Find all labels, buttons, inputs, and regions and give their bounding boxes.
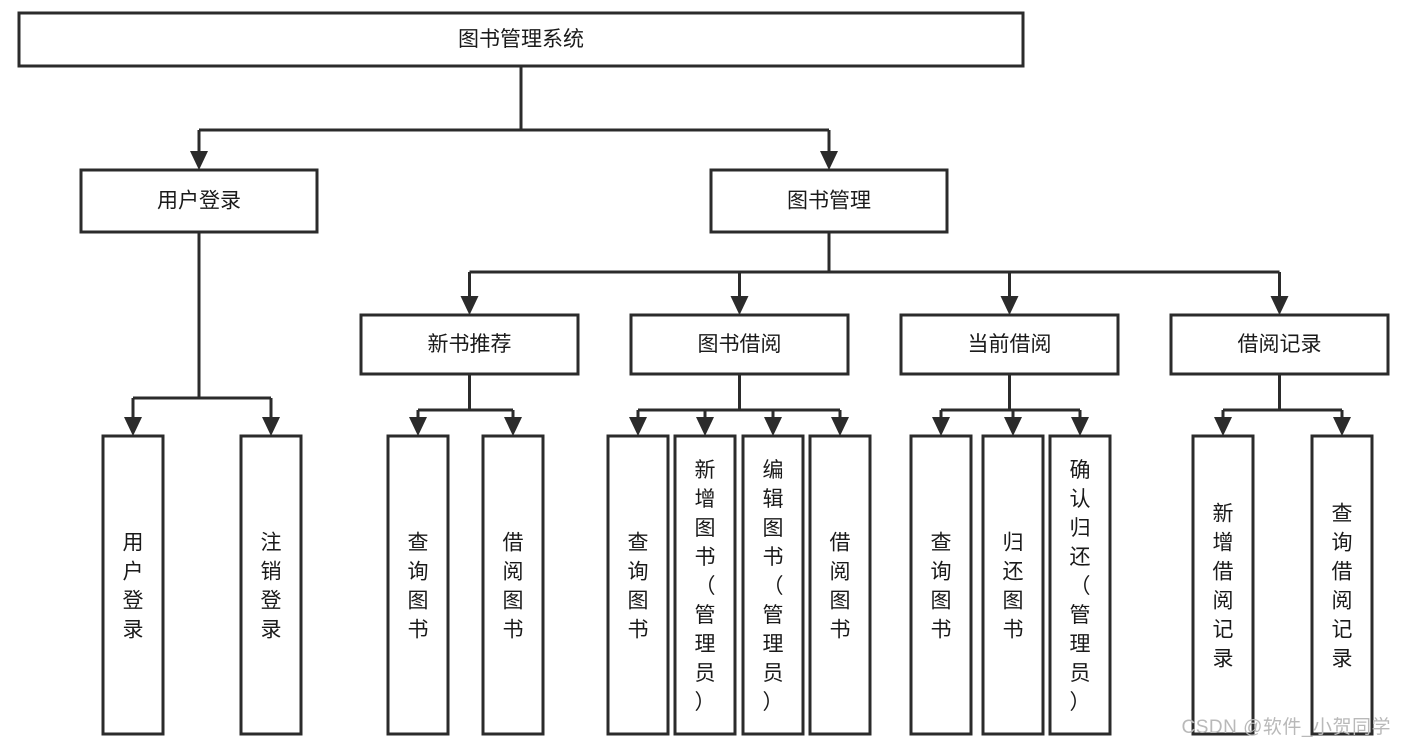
node-root-label: 图书管理系统 [458,28,584,51]
node-l3-current-borrow-label: 当前借阅 [968,333,1052,356]
arrow-head-icon [504,417,522,436]
node-layer: 图书管理系统用户登录图书管理新书推荐图书借阅当前借阅借阅记录用户登录注销登录查询… [17,11,1390,736]
node-leaf-leaf-user-login-label: 用户登录 [123,532,144,642]
node-leaf-leaf-confirm-return-box [1048,434,1112,736]
node-leaf-leaf-add-book-label: 新增图书（管理员） [695,459,716,714]
node-l2-book-manage-box [709,168,949,234]
node-l3-borrow-record[interactable]: 借阅记录 [1169,313,1390,376]
arrow-head-icon [730,296,749,315]
node-leaf-leaf-borrow-book-2-box [808,434,872,736]
node-l3-new-book-rec-label: 新书推荐 [428,333,512,356]
arrow-head-icon [1071,417,1089,436]
node-leaf-leaf-return-book-box [981,434,1045,736]
node-leaf-leaf-borrow-book-2[interactable]: 借阅图书 [808,434,872,736]
node-l3-book-borrow-label: 图书借阅 [698,333,782,356]
arrow-head-icon [932,417,950,436]
node-leaf-leaf-edit-book-label: 编辑图书（管理员） [763,459,784,714]
arrow-head-icon [1333,417,1351,436]
arrow-head-icon [1214,417,1232,436]
node-leaf-leaf-borrow-book-2-label: 借阅图书 [830,532,851,642]
node-leaf-leaf-confirm-return[interactable]: 确认归还（管理员） [1048,434,1112,736]
arrow-head-icon [1004,417,1022,436]
node-leaf-leaf-borrow-book-1[interactable]: 借阅图书 [481,434,545,736]
node-l3-current-borrow-box [899,313,1120,376]
node-leaf-leaf-add-book[interactable]: 新增图书（管理员） [673,434,737,736]
node-l2-user-login-box [79,168,319,234]
node-leaf-leaf-query-book-1-box [386,434,450,736]
node-leaf-leaf-query-record-label: 查询借阅记录 [1332,503,1353,671]
node-l3-borrow-record-box [1169,313,1390,376]
node-leaf-leaf-query-book-2-label: 查询图书 [628,532,649,642]
node-l3-current-borrow[interactable]: 当前借阅 [899,313,1120,376]
node-leaf-leaf-query-record-box [1310,434,1374,736]
arrow-head-icon [124,417,142,436]
arrow-head-icon [831,417,849,436]
connector-layer [124,66,1351,436]
node-leaf-leaf-query-book-1-label: 查询图书 [408,532,429,642]
node-root-box [17,11,1025,68]
node-leaf-leaf-query-book-3-box [909,434,973,736]
arrow-head-icon [629,417,647,436]
node-leaf-leaf-edit-book[interactable]: 编辑图书（管理员） [741,434,805,736]
node-leaf-leaf-query-book-1[interactable]: 查询图书 [386,434,450,736]
arrow-head-icon [1270,296,1289,315]
arrow-head-icon [460,296,479,315]
node-l3-book-borrow-box [629,313,850,376]
node-leaf-leaf-user-logout[interactable]: 注销登录 [239,434,303,736]
node-leaf-leaf-return-book-label: 归还图书 [1003,532,1024,642]
node-leaf-leaf-add-book-box [673,434,737,736]
node-leaf-leaf-user-logout-box [239,434,303,736]
arrow-head-icon [262,417,280,436]
arrow-head-icon [820,151,838,170]
arrow-head-icon [764,417,782,436]
node-l2-book-manage-label: 图书管理 [787,190,871,213]
node-l2-user-login-label: 用户登录 [157,190,241,213]
node-leaf-leaf-add-record-label: 新增借阅记录 [1213,503,1234,671]
node-leaf-leaf-query-book-2[interactable]: 查询图书 [606,434,670,736]
node-l3-new-book-rec-box [359,313,580,376]
node-leaf-leaf-return-book[interactable]: 归还图书 [981,434,1045,736]
node-leaf-leaf-query-book-3-label: 查询图书 [931,532,952,642]
node-leaf-leaf-borrow-book-1-label: 借阅图书 [503,532,524,642]
node-leaf-leaf-user-login[interactable]: 用户登录 [101,434,165,736]
node-leaf-leaf-query-record[interactable]: 查询借阅记录 [1310,434,1374,736]
node-l3-new-book-rec[interactable]: 新书推荐 [359,313,580,376]
node-l3-borrow-record-label: 借阅记录 [1238,333,1322,356]
node-leaf-leaf-user-login-box [101,434,165,736]
arrow-head-icon [190,151,208,170]
node-l2-user-login[interactable]: 用户登录 [79,168,319,234]
arrow-head-icon [696,417,714,436]
node-leaf-leaf-user-logout-label: 注销登录 [261,532,282,642]
csdn-watermark: CSDN @软件_小贺同学 [1181,717,1391,738]
node-leaf-leaf-query-book-2-box [606,434,670,736]
node-leaf-leaf-borrow-book-1-box [481,434,545,736]
arrow-head-icon [1000,296,1019,315]
node-leaf-leaf-confirm-return-label: 确认归还（管理员） [1070,459,1091,714]
node-leaf-leaf-add-record[interactable]: 新增借阅记录 [1191,434,1255,736]
node-l3-book-borrow[interactable]: 图书借阅 [629,313,850,376]
node-leaf-leaf-add-record-box [1191,434,1255,736]
node-l2-book-manage[interactable]: 图书管理 [709,168,949,234]
node-leaf-leaf-query-book-3[interactable]: 查询图书 [909,434,973,736]
node-leaf-leaf-edit-book-box [741,434,805,736]
node-root[interactable]: 图书管理系统 [17,11,1025,68]
arrow-head-icon [409,417,427,436]
